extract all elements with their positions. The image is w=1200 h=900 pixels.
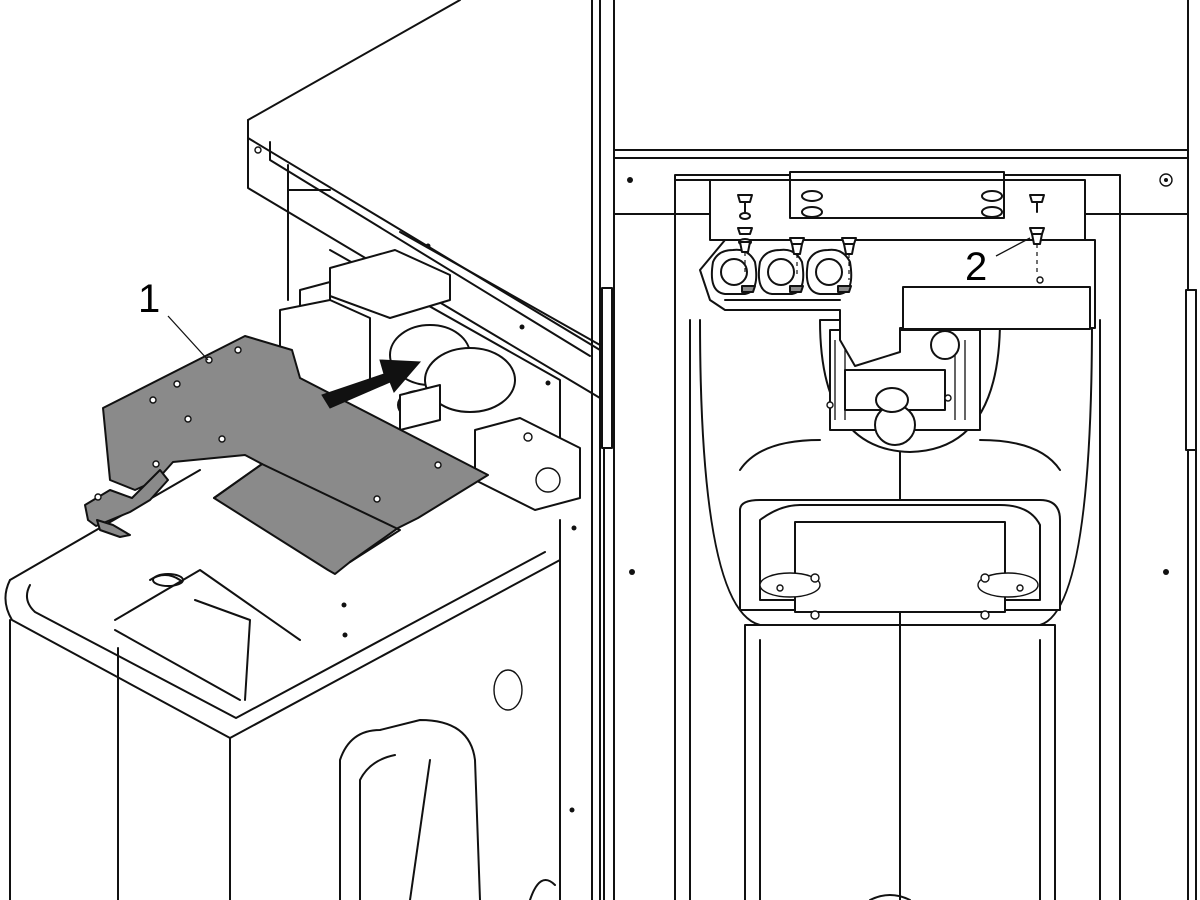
nut bbox=[981, 190, 1003, 218]
internal-components bbox=[279, 243, 581, 511]
right-chassis bbox=[674, 174, 1121, 900]
bracket-plate bbox=[699, 171, 1096, 367]
screw bbox=[1029, 227, 1045, 275]
screws bbox=[737, 190, 1045, 280]
screw bbox=[1029, 194, 1045, 213]
callout-2: 2 bbox=[965, 237, 1031, 289]
screw bbox=[737, 227, 753, 275]
direction-arrow bbox=[321, 359, 422, 409]
right-view: 2 bbox=[601, 0, 1197, 900]
motor-assembly bbox=[819, 319, 1001, 453]
right-housing bbox=[601, 0, 1197, 900]
screw bbox=[841, 237, 857, 280]
callout-1-label: 1 bbox=[138, 277, 160, 321]
cable-clamps bbox=[710, 248, 853, 295]
callout-2-label: 2 bbox=[965, 245, 987, 289]
callout-1: 1 bbox=[138, 277, 209, 361]
screw bbox=[789, 237, 805, 275]
left-view: 1 bbox=[4, 0, 601, 900]
screw bbox=[737, 194, 753, 220]
removable-cover-plate bbox=[84, 335, 489, 575]
nut bbox=[801, 190, 823, 218]
